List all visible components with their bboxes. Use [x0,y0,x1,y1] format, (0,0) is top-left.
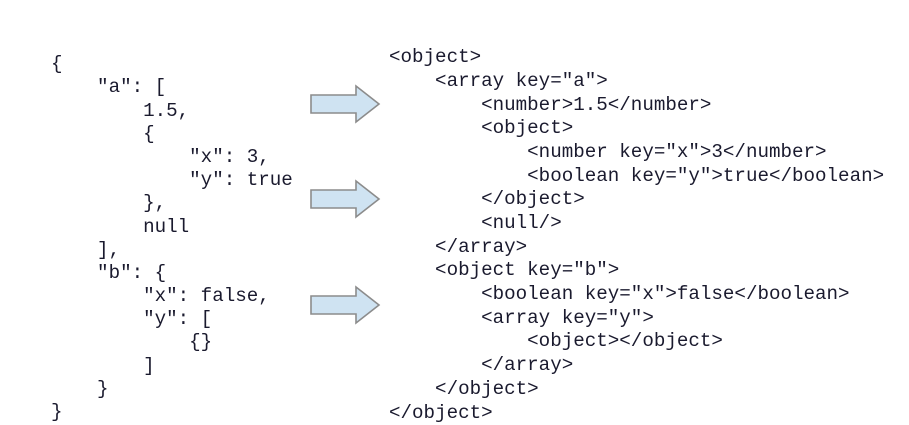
json-line: "a": [ [51,76,293,99]
json-source-block: { "a": [ 1.5, { "x": 3, "y": true }, nul… [51,53,293,424]
json-line: "y": true [51,169,293,192]
json-line: ], [51,239,293,262]
xml-line: <array key="y"> [389,307,884,331]
json-line: null [51,216,293,239]
xml-line: </object> [389,378,884,402]
xml-line: <null/> [389,212,884,236]
right-arrow-icon [309,84,381,124]
json-line: } [51,401,293,424]
xml-line: <object key="b"> [389,259,884,283]
xml-line: <boolean key="y">true</boolean> [389,165,884,189]
xml-line: <object> [389,46,884,70]
json-line: "x": false, [51,285,293,308]
json-line: 1.5, [51,100,293,123]
xml-line: </array> [389,354,884,378]
json-line: } [51,378,293,401]
right-arrow-icon [309,285,381,325]
json-line: {} [51,331,293,354]
xml-line: <boolean key="x">false</boolean> [389,283,884,307]
json-line: ] [51,355,293,378]
json-line: "x": 3, [51,146,293,169]
json-line: { [51,53,293,76]
xml-line: <object></object> [389,330,884,354]
xml-line: </array> [389,236,884,260]
xml-line: </object> [389,188,884,212]
json-line: "y": [ [51,308,293,331]
right-arrow-icon [309,179,381,219]
xml-line: <array key="a"> [389,70,884,94]
xml-line: <object> [389,117,884,141]
xml-line: <number key="x">3</number> [389,141,884,165]
json-line: }, [51,192,293,215]
xml-result-block: <object> <array key="a"> <number>1.5</nu… [389,46,884,425]
xml-line: <number>1.5</number> [389,94,884,118]
xml-line: </object> [389,402,884,425]
json-line: "b": { [51,262,293,285]
diagram-canvas: { "a": [ 1.5, { "x": 3, "y": true }, nul… [0,0,909,414]
json-line: { [51,123,293,146]
